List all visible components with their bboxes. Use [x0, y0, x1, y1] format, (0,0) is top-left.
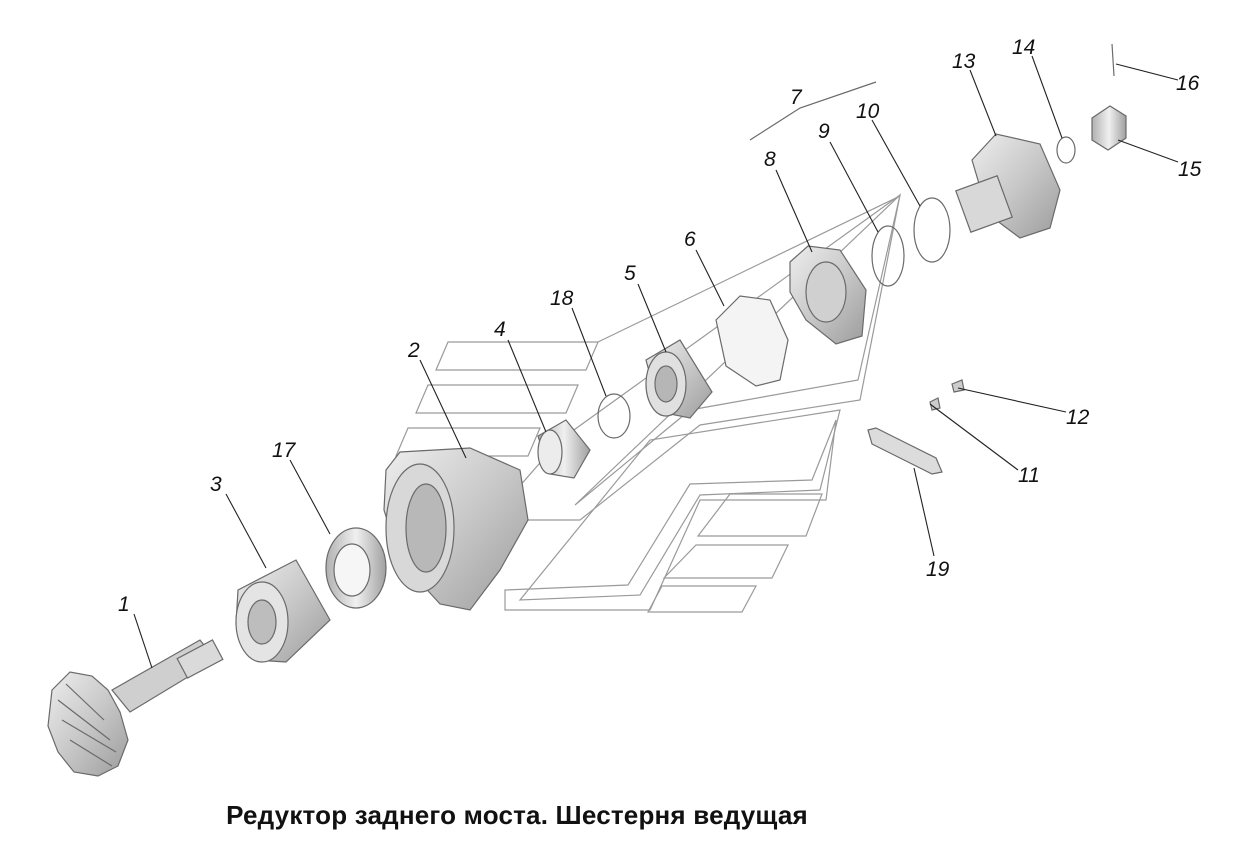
callout-13: 13 [952, 50, 976, 73]
callout-10: 10 [856, 100, 880, 123]
part-15-nut [1091, 105, 1127, 151]
part-16-cotter-pin [1111, 43, 1115, 77]
part-8-cover [789, 245, 867, 345]
part-18-ring [597, 393, 631, 439]
part-12-fastener [951, 379, 965, 393]
callout-9: 9 [818, 120, 830, 143]
callout-8: 8 [764, 148, 776, 171]
part-9-ring [871, 225, 905, 287]
part-5-bearing [645, 339, 713, 419]
callout-7: 7 [790, 86, 803, 109]
callout-16: 16 [1176, 72, 1200, 95]
callout-11: 11 [1018, 464, 1040, 487]
part-6-gasket [715, 295, 789, 387]
leader-lines [133, 55, 1179, 669]
callout-15: 15 [1178, 158, 1202, 181]
callout-14: 14 [1012, 36, 1035, 59]
callout-4: 4 [494, 318, 506, 341]
callout-5: 5 [624, 262, 636, 285]
part-17-washer [325, 527, 387, 609]
part-14-washer [1056, 136, 1076, 164]
callout-2: 2 [407, 339, 420, 362]
diagram-caption: Редуктор заднего моста. Шестерня ведущая [226, 800, 808, 830]
part-10-ring [913, 197, 951, 263]
callout-1: 1 [118, 593, 130, 616]
callout-17: 17 [272, 439, 297, 462]
callout-19: 19 [926, 558, 950, 581]
callout-labels: 1 2 3 4 5 6 7 8 9 10 11 12 13 14 15 16 1… [118, 36, 1202, 616]
part-19-lock-plate [867, 427, 943, 475]
part-7-shims [749, 81, 877, 141]
part-3-bearing [235, 559, 331, 663]
part-4-sleeve [537, 419, 591, 479]
callout-3: 3 [210, 473, 222, 496]
callout-12: 12 [1066, 406, 1090, 429]
callout-6: 6 [684, 228, 696, 251]
callout-18: 18 [550, 287, 574, 310]
part-1-drive-pinion [47, 639, 224, 777]
part-2-housing [383, 447, 529, 611]
part-13-flange [955, 133, 1061, 239]
part-11-fastener [929, 397, 941, 411]
